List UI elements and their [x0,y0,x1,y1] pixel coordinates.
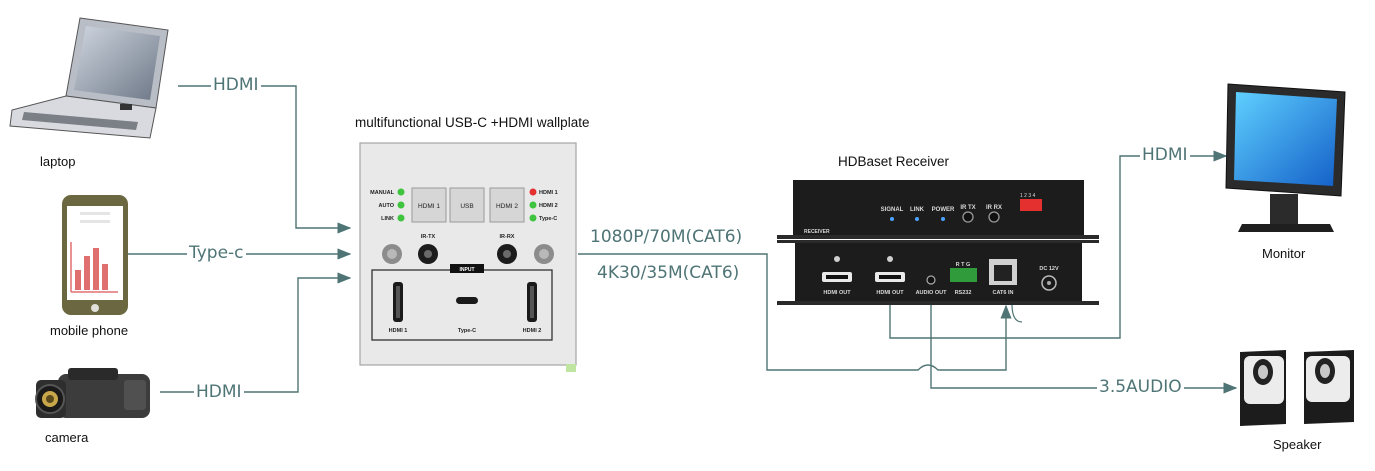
receiver-model-label: RECEIVER [804,229,830,235]
port-label-typec: Type-C [458,328,476,334]
laptop-line [178,85,352,234]
link-led [397,214,405,222]
receiver-title: HDBaset Receiver [838,154,950,169]
laptop-label: laptop [40,154,76,169]
audio-label: 3.5AUDIO [1097,377,1184,397]
laptop-hdmi-label: HDMI [211,75,261,95]
front-label-irtx: IR TX [960,205,975,211]
led-label-link: LINK [381,216,394,222]
monitor-icon [1225,83,1346,232]
led-label-auto: AUTO [379,203,395,209]
camera-hdmi-label: HDMI [194,382,244,402]
wallplate-title: multifunctional USB-C +HDMI wallplate [355,115,590,130]
front-label-link: LINK [910,207,925,213]
hdmi1-led [529,188,537,196]
ir-rx-label: IR-RX [500,234,515,240]
button-label-hdmi1: HDMI 1 [418,203,440,210]
rear-label-rs232: RS232 [955,290,972,296]
wallplate: MANUAL AUTO LINK HDMI 1 HDMI 2 Type-C HD… [359,142,577,372]
usb-select-button [449,187,485,223]
monitor-hdmi-label: HDMI [1140,145,1190,165]
led-label-typec: Type-C [539,216,557,222]
cat6-label-1080p: 1080P/70M(CAT6) [590,227,743,247]
cat6-line [578,253,1012,371]
mobile-phone-label: mobile phone [50,323,129,338]
monitor-label: Monitor [1262,246,1306,261]
front-label-signal: SIGNAL [881,207,904,213]
ir-tx-label: IR-TX [421,234,436,240]
led-label-manual: MANUAL [370,190,394,196]
hdmi1-select-button [411,187,447,223]
port-label-hdmi2: HDMI 2 [523,328,542,334]
front-label-power: POWER [932,207,955,213]
camera-label: camera [45,430,89,445]
led-label-hdmi1: HDMI 1 [539,190,558,196]
rear-label-hdmi-out-2: HDMI OUT [876,290,904,296]
rear-label-rtg: R T G [956,262,971,268]
typec-port [456,297,478,304]
hdbaset-receiver: SIGNAL LINK POWER IR TX IR RX 1 2 3 4 RE… [777,180,1099,305]
port-label-hdmi1: HDMI 1 [389,328,408,334]
camera-line [160,272,352,393]
rear-audio-out [926,275,936,285]
rear-label-hdmi-out-1: HDMI OUT [823,290,851,296]
manual-led [397,188,405,196]
input-label: INPUT [460,267,475,273]
led-label-hdmi2: HDMI 2 [539,203,558,209]
speaker-icon [1240,350,1354,426]
rear-label-dc12v: DC 12V [1039,266,1059,272]
cat6-label-4k: 4K30/35M(CAT6) [597,263,740,283]
hdmi2-select-button [489,187,525,223]
rear-label-audio-out: AUDIO OUT [916,290,948,296]
typec-led [529,214,537,222]
mobile-phone-icon [62,195,128,315]
audio-line [930,302,1238,394]
auto-led [397,201,405,209]
mobile-typec-label: Type-c [187,243,246,263]
camera-icon [35,368,150,418]
hdmi2-led [529,201,537,209]
rear-rs232 [950,268,977,282]
front-label-irrx: IR RX [986,205,1002,211]
button-label-hdmi2: HDMI 2 [496,203,518,210]
speaker-label: Speaker [1273,437,1322,452]
dip-label: 1 2 3 4 [1020,193,1036,199]
rear-label-cat6-in: CAT6 IN [993,290,1014,296]
laptop-icon [9,17,169,139]
button-label-usb: USB [460,203,473,210]
